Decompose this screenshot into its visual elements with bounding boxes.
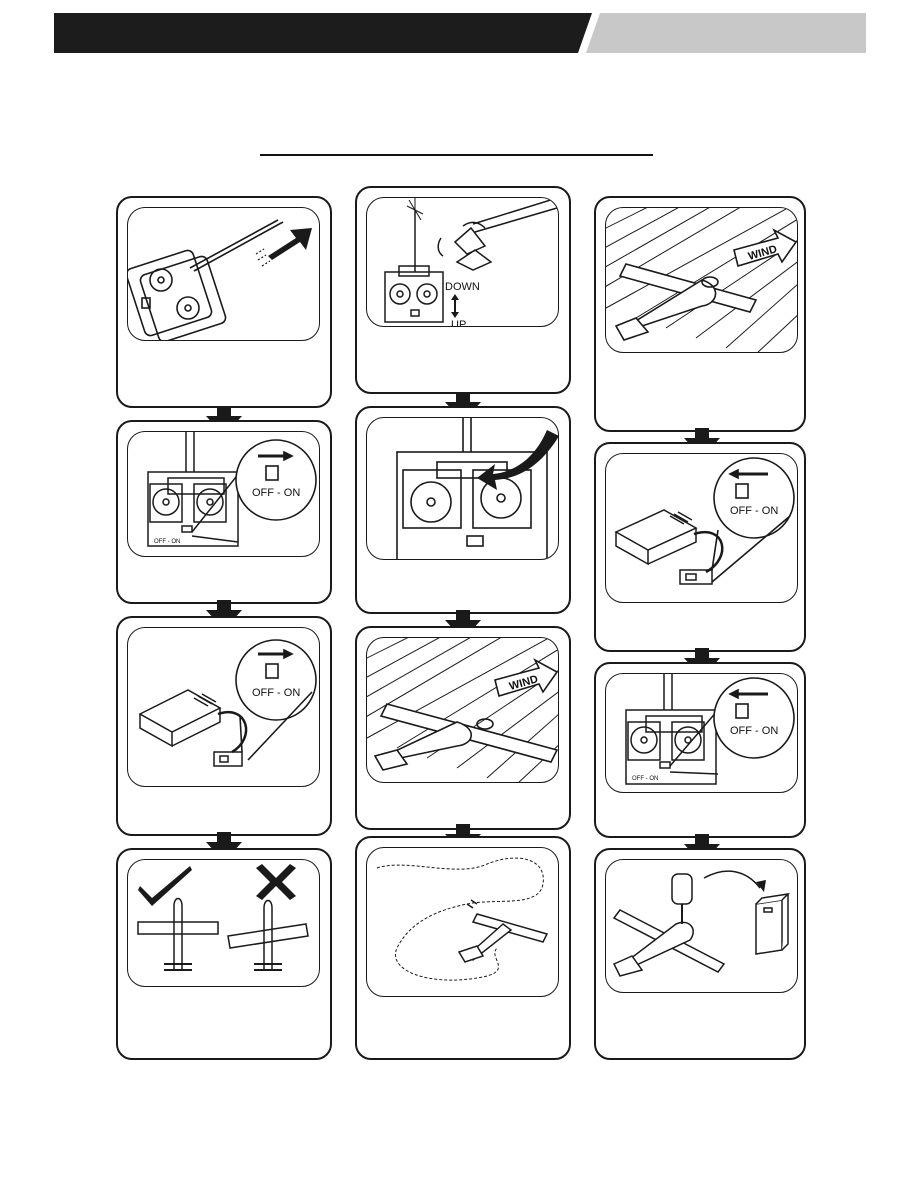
arrow-down-icon (445, 610, 481, 640)
cross-icon (256, 864, 296, 900)
zoom-switch-icon (713, 677, 795, 759)
transmitter-icon (128, 219, 284, 340)
panel-wing-alignment (116, 848, 332, 1060)
panel-remove-battery (594, 848, 806, 1060)
zoom-switch-icon (235, 439, 317, 521)
title-rule (260, 154, 653, 156)
up-label: UP (451, 319, 466, 327)
panel-extend-antenna (116, 196, 332, 408)
switch-label: OFF - ON (730, 725, 778, 737)
illustration-wing-alignment (127, 859, 320, 987)
panel-receiver-off: OFF - ON (594, 442, 806, 652)
antenna-extend-arrow-icon (255, 228, 312, 267)
zoom-switch-icon (235, 639, 317, 761)
header-light-band (586, 13, 866, 53)
panel-transmitter-off: OFF - ON OFF - ON (594, 662, 806, 838)
illustration-trim-adjust (366, 417, 559, 560)
illustration-receiver-on: OFF - ON (127, 627, 320, 787)
header-bar (54, 13, 866, 53)
receiver-icon (138, 689, 248, 767)
illustration-transmitter-off: OFF - ON OFF - ON (605, 673, 798, 793)
receiver-icon (614, 509, 724, 585)
illustration-extend-antenna (127, 207, 320, 341)
switch-label-small: OFF - ON (632, 776, 658, 782)
panel-land-into-wind: WIND (594, 196, 806, 432)
illustration-control-check: DOWN UP (366, 197, 559, 327)
wind-hatching (606, 208, 797, 352)
panel-receiver-on: OFF - ON (116, 616, 332, 836)
panel-trim-adjust (355, 406, 571, 614)
illustration-land-into-wind: WIND (605, 207, 798, 353)
down-label: DOWN (445, 281, 480, 293)
switch-label: OFF - ON (252, 487, 300, 499)
illustration-transmitter-on: OFF - ON OFF - ON (127, 431, 320, 557)
transmitter-icon (396, 418, 548, 559)
plane-tail-icon (437, 198, 558, 271)
curved-arrow-icon (703, 870, 761, 889)
switch-label-small: OFF - ON (154, 539, 180, 545)
transmitter-icon (147, 432, 241, 547)
illustration-launch-into-wind: WIND (366, 637, 559, 783)
curved-arrow-icon (477, 430, 558, 490)
switch-label: OFF - ON (252, 687, 300, 699)
panel-flight-pattern (355, 836, 571, 1060)
zoom-switch-icon (711, 457, 795, 583)
airplane-icon (612, 873, 726, 977)
illustration-flight-pattern (366, 847, 559, 997)
illustration-receiver-off: OFF - ON (605, 453, 798, 603)
battery-icon (755, 892, 791, 955)
transmitter-icon (384, 198, 444, 323)
arrow-down-icon (206, 832, 242, 862)
airplane-icon (614, 263, 758, 341)
flight-path (376, 857, 544, 981)
wind-arrow-icon (494, 658, 558, 698)
airplane-icon (457, 899, 549, 963)
header-dark-band (54, 13, 592, 53)
panel-transmitter-on: OFF - ON OFF - ON (116, 420, 332, 604)
switch-label: OFF - ON (730, 505, 778, 517)
check-icon (138, 866, 192, 906)
illustration-remove-battery (605, 859, 798, 993)
wind-arrow-icon (733, 228, 797, 268)
panel-control-check: DOWN UP (355, 186, 571, 394)
plane-misaligned-icon (227, 899, 309, 971)
transmitter-icon (625, 674, 719, 785)
plane-correct-icon (137, 897, 219, 971)
panel-launch-into-wind: WIND (355, 626, 571, 830)
airplane-icon (373, 703, 558, 771)
up-down-arrow-icon (451, 294, 459, 318)
arrow-down-icon (206, 600, 242, 630)
